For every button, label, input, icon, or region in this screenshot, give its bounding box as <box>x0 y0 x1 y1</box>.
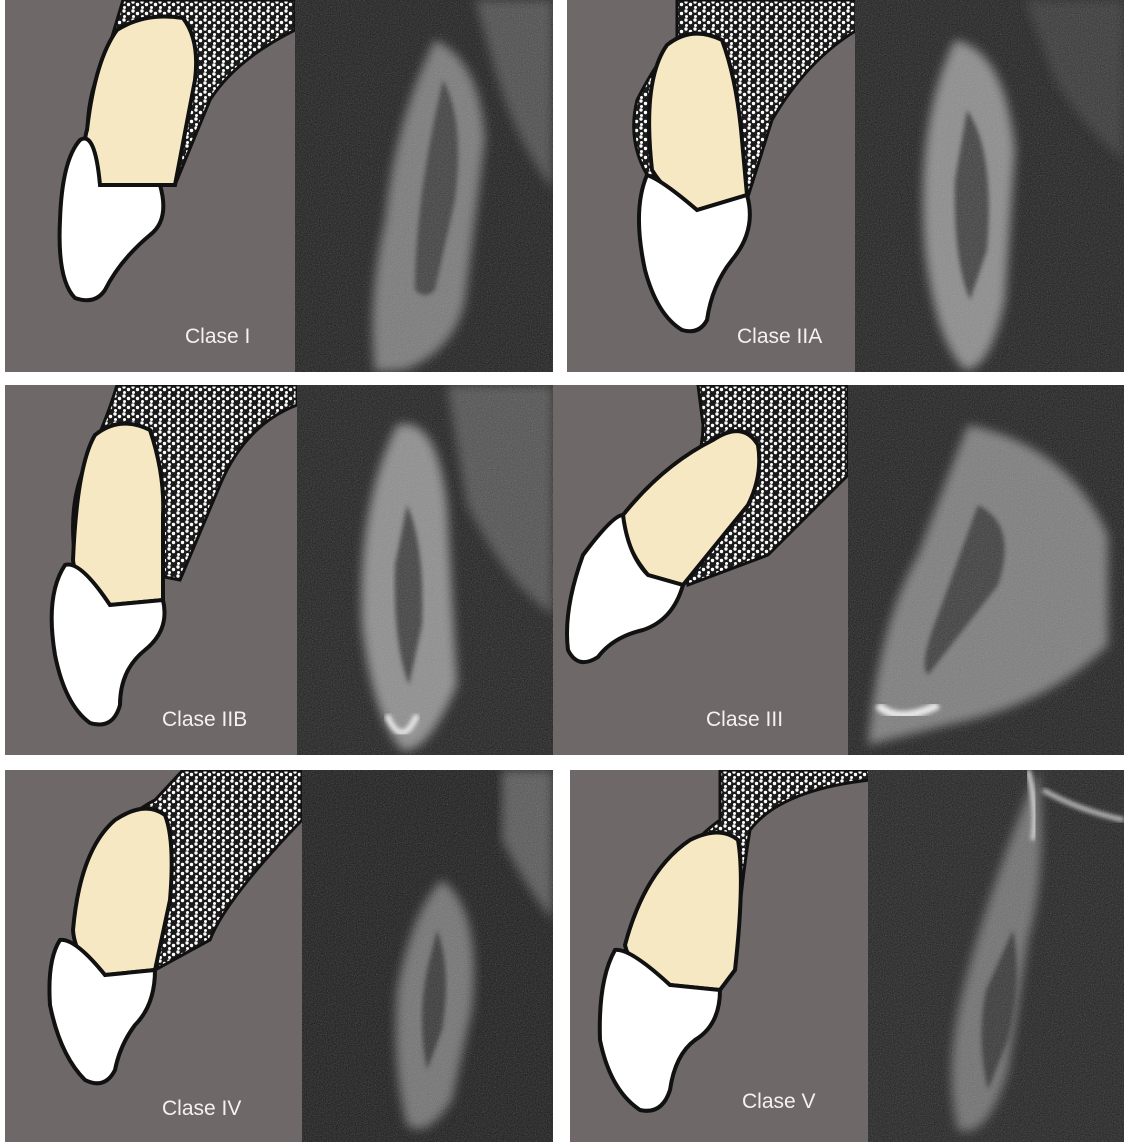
tooth-xray <box>868 770 1124 1142</box>
cbct-image <box>848 385 1124 755</box>
panel-label: Clase IV <box>162 1097 241 1121</box>
panel-clase-iib: Clase IIB <box>5 385 553 755</box>
panel-label: Clase I <box>185 325 250 349</box>
panel-label: Clase V <box>742 1090 816 1114</box>
panel-clase-iia: Clase IIA <box>567 0 1124 372</box>
cbct-image <box>297 385 553 755</box>
panel-label: Clase IIA <box>737 325 822 349</box>
cbct-image <box>868 770 1124 1142</box>
panel-label: Clase IIB <box>162 708 247 732</box>
tooth-xray <box>295 0 553 372</box>
panel-clase-v: Clase V <box>570 770 1124 1142</box>
tooth-xray <box>855 0 1124 372</box>
tooth-xray <box>302 770 553 1142</box>
panel-label: Clase III <box>706 708 783 732</box>
tooth-xray <box>297 385 553 755</box>
cbct-image <box>855 0 1124 372</box>
cbct-image <box>302 770 553 1142</box>
panel-clase-iii: Clase III <box>553 385 1124 755</box>
panel-clase-i: Clase I <box>5 0 553 372</box>
panel-clase-iv: Clase IV <box>5 770 553 1142</box>
cbct-image <box>295 0 553 372</box>
tooth-xray <box>848 385 1124 755</box>
